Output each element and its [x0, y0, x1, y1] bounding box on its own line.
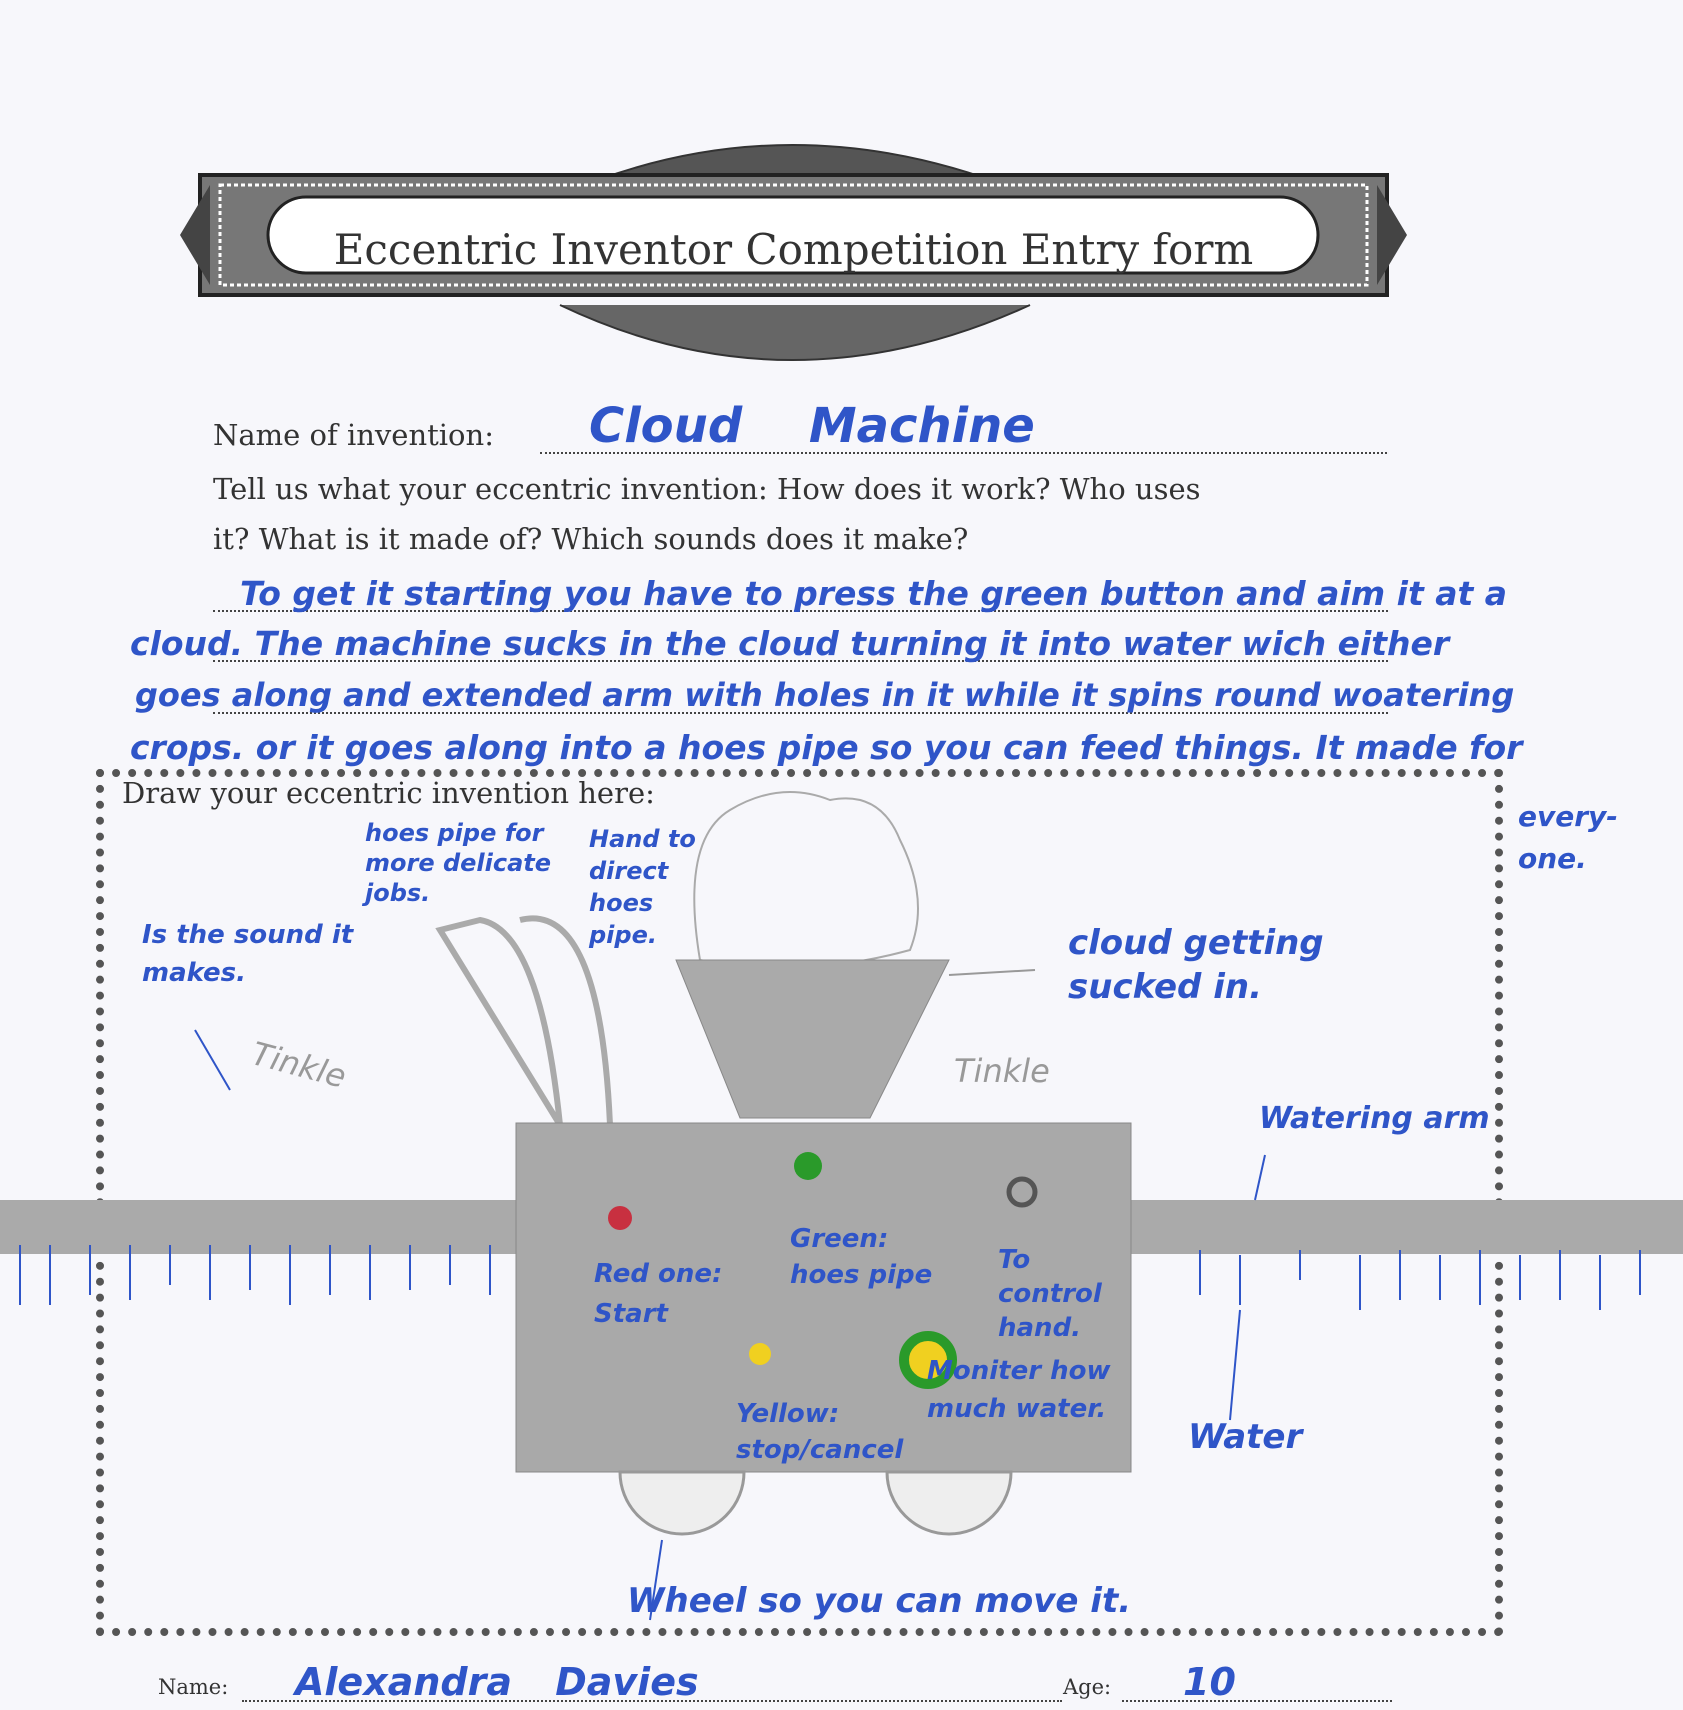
question-line-2: it? What is it made of? Which sounds doe… [213, 522, 969, 556]
label-green-button: Green: hoes pipe [790, 1224, 933, 1290]
label-tinkle-right: Tinkle [954, 1052, 1050, 1090]
answer-line-2: cloud. The machine sucks in the cloud tu… [130, 624, 1450, 663]
label-hose-pipe: hoes pipe for more delicate jobs. [365, 819, 552, 907]
label-yellow-button: Yellow: stop/cancel [736, 1399, 904, 1465]
yellow-button [749, 1343, 771, 1365]
wheel-left [618, 1470, 746, 1536]
label-sound: Is the sound it makes. [142, 920, 354, 988]
invention-name-label: Name of invention: [213, 418, 494, 452]
ornate-banner [180, 144, 1407, 361]
form-title: Eccentric Inventor Competition Entry for… [333, 225, 1254, 274]
hose-pipe [435, 916, 563, 1127]
name-value: Alexandra Davies [295, 1660, 699, 1704]
label-hand: Hand to direct hoes pipe. [589, 825, 696, 949]
label-water: Water [1188, 1417, 1303, 1457]
age-value: 10 [1183, 1660, 1236, 1704]
answer-line-1: To get it starting you have to press the… [240, 574, 1508, 613]
funnel [675, 959, 950, 1119]
label-red-button: Red one: Start [594, 1259, 723, 1329]
invention-name-value: Cloud Machine [589, 398, 1035, 454]
label-watering-arm: Watering arm [1259, 1101, 1490, 1136]
green-button [794, 1152, 822, 1180]
answer-tail: every-one. [1518, 800, 1618, 875]
label-wheel: Wheel so you can move it. [627, 1581, 1132, 1621]
cloud-sketch [693, 791, 919, 969]
water-monitor-gauge [899, 1331, 957, 1389]
wheel-right [885, 1470, 1013, 1536]
name-label: Name: [158, 1675, 229, 1699]
question-line-1: Tell us what your eccentric invention: H… [213, 472, 1201, 506]
control-lever [1006, 1176, 1038, 1208]
red-button [608, 1206, 632, 1230]
invention-drawing [0, 791, 1683, 1621]
label-cloud: cloud getting sucked in. [1068, 923, 1324, 1007]
label-control: To control hand. [998, 1245, 1102, 1343]
draw-label: Draw your eccentric invention here: [122, 776, 655, 810]
answer-line-3: goes along and extended arm with holes i… [135, 676, 1515, 714]
label-monitor: Moniter how much water. [927, 1356, 1111, 1424]
age-label: Age: [1063, 1675, 1112, 1699]
answer-line-4: crops. or it goes along into a hoes pipe… [130, 728, 1523, 767]
